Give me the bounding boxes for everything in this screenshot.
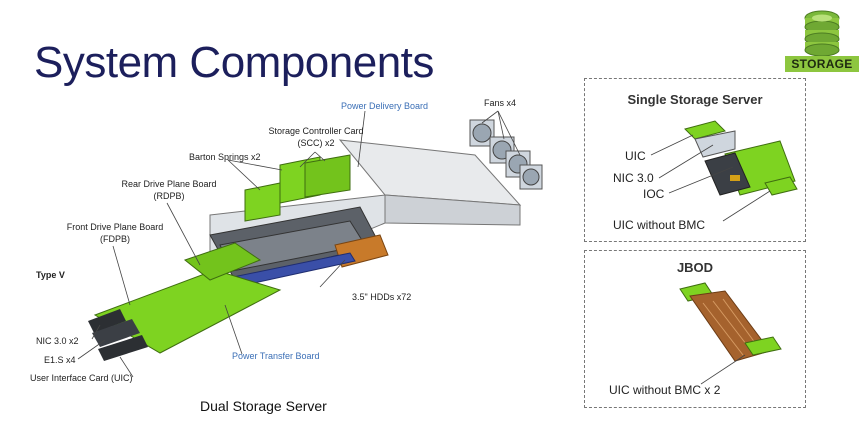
label-rdpb-line2: (RDPB) — [153, 191, 185, 201]
label-fdpb-line2: (FDPB) — [100, 234, 130, 244]
label-fdpb-line1: Front Drive Plane Board — [66, 222, 164, 232]
label-type-v: Type V — [36, 270, 65, 280]
label-uic: User Interface Card (UIC) — [30, 373, 133, 383]
single-server-board-diagram — [650, 120, 798, 222]
label-power-transfer-board: Power Transfer Board — [232, 351, 320, 361]
label-e1s: E1.S x4 — [44, 355, 76, 365]
label-scc-line1: Storage Controller Card — [268, 126, 364, 136]
single-storage-server-panel: Single Storage Server UIC NIC 3.0 IOC UI… — [584, 78, 806, 242]
label-single-uic: UIC — [625, 149, 646, 163]
storage-badge: STORAGE — [785, 56, 859, 72]
label-fans: Fans x4 — [484, 98, 517, 108]
label-power-delivery-board: Power Delivery Board — [341, 101, 429, 111]
label-scc-line2: (SCC) x2 — [297, 138, 335, 148]
server-exploded-view — [77, 110, 543, 378]
label-single-uic-no-bmc: UIC without BMC — [613, 218, 706, 232]
panel-title-jbod: JBOD — [676, 260, 714, 275]
jbod-panel: JBOD UIC without BMC x 2 — [584, 250, 806, 408]
diagram-caption: Dual Storage Server — [200, 398, 327, 414]
page-title: System Components — [34, 38, 434, 87]
jbod-board-diagram — [679, 282, 782, 385]
label-hdds: 3.5" HDDs x72 — [352, 292, 412, 302]
label-jbod-uic-no-bmc: UIC without BMC x 2 — [609, 383, 721, 397]
panel-title-single: Single Storage Server — [627, 92, 763, 107]
label-rdpb-line1: Rear Drive Plane Board — [121, 179, 217, 189]
label-barton-springs: Barton Springs x2 — [189, 152, 261, 162]
label-nic: NIC 3.0 x2 — [36, 336, 79, 346]
label-single-nic: NIC 3.0 — [613, 171, 654, 185]
label-single-ioc: IOC — [643, 187, 665, 201]
fan-icon — [469, 119, 543, 190]
storage-stack-icon — [804, 10, 840, 57]
